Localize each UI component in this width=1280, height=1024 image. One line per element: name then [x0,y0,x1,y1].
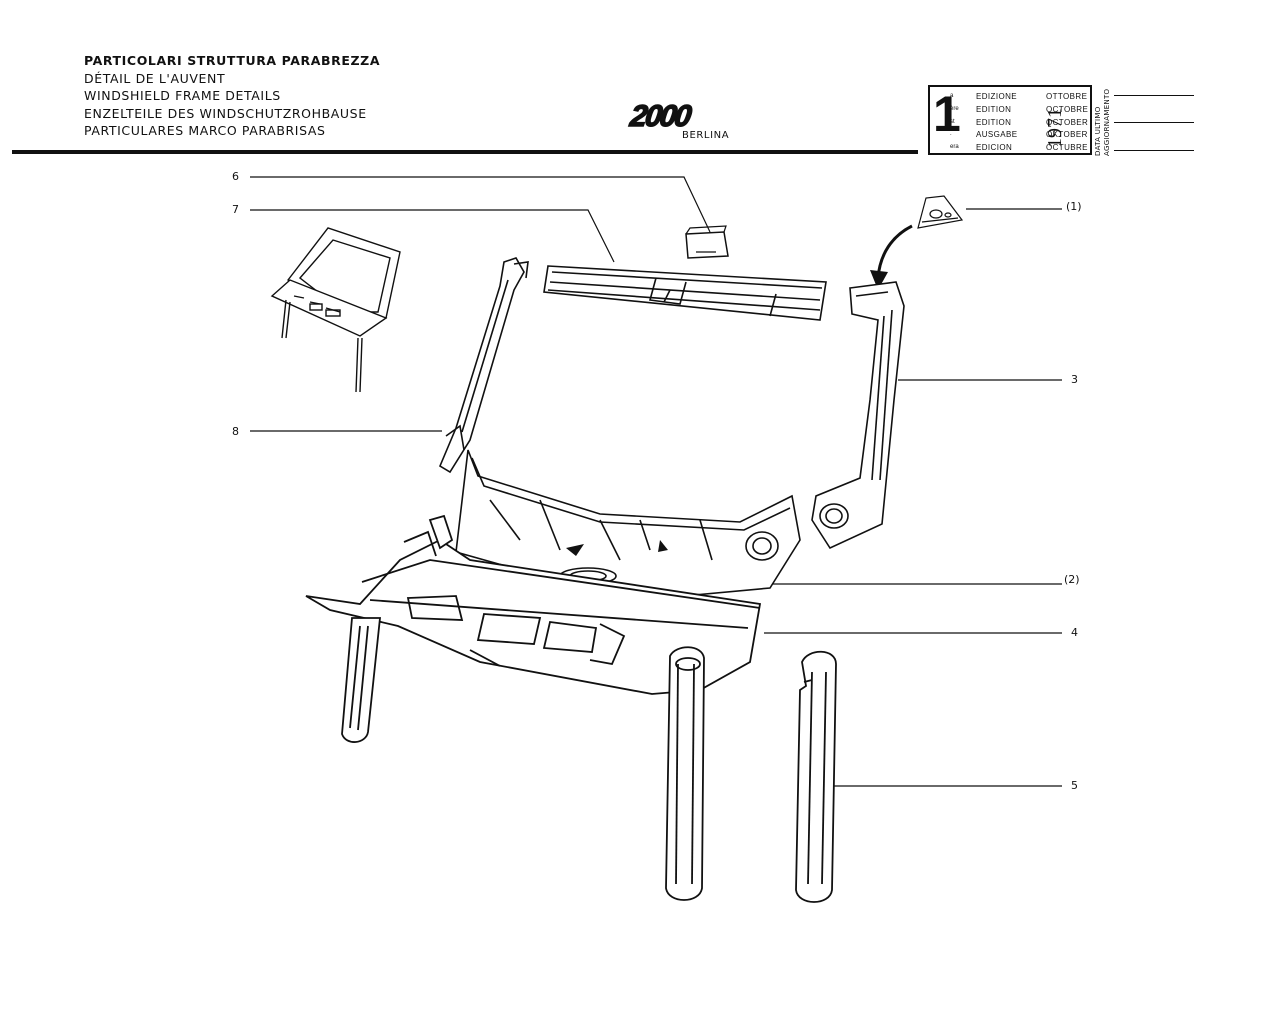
edition-suffix: a [950,93,954,99]
part-4-dash-crossmember [305,514,762,695]
callout-3: 3 [1071,373,1078,386]
title-french: DÉTAIL DE L'AUVENT [84,70,226,86]
header-rule [12,150,918,154]
title-german: ENZELTEILE DES WINDSCHUTZROHBAUSE [84,105,367,121]
edition-labels: EDIZIONE EDITION EDITION AUSGABE EDICION [976,91,1017,155]
edition-month: OKTOBER [1046,130,1088,140]
callout-4: 4 [1071,626,1078,639]
title-italian: PARTICOLARI STRUTTURA PARABREZZA [84,53,381,68]
part-4-right-leg [665,646,705,901]
edition-label: EDICION [976,143,1013,153]
leader-lines [250,176,1062,787]
arrow-shaft [876,224,913,279]
callout-5: 5 [1071,779,1078,792]
edition-months: OTTOBRE OCTOBRE OCTOBER OKTOBER OCTUBRE [1046,91,1088,155]
title-spanish: PARTICULARES MARCO PARABRISAS [84,123,326,138]
part-7-top-rail [543,265,827,321]
edition-month: OCTOBRE [1046,104,1089,114]
edition-year: 1971 [1044,108,1066,148]
callout-1: (1) [1066,200,1082,213]
update-label: DATA ULTIMO AGGIORNAMENTO [1094,88,1111,156]
edition-suffix: st [950,118,955,125]
edition-suffixes: a ère st . era [950,90,959,154]
callout-2: (2) [1064,573,1080,586]
model-name: BERLINA [682,130,730,141]
title-english: WINDSHIELD FRAME DETAILS [84,88,281,103]
edition-month: OCTUBRE [1046,143,1088,153]
callout-8: 8 [232,425,239,438]
update-label-line2: AGGIORNAMENTO [1103,88,1111,156]
leader-6 [250,176,711,233]
edition-year-text: 1971 [1044,108,1066,148]
logo-text: 2000 [627,102,694,132]
part-6-plate [685,225,729,259]
edition-suffix: era [950,144,959,151]
inset-thumbnail [270,227,401,393]
edition-suffix: ère [950,105,959,112]
update-line [1114,122,1194,123]
edition-month: OCTOBER [1046,117,1089,127]
callout-7: 7 [232,203,239,216]
model-logo: 2000 [627,102,695,132]
edition-number: 1 [933,86,961,142]
part-5-leg [795,650,837,903]
update-label-line1: DATA ULTIMO [1094,106,1102,156]
title-block: PARTICOLARI STRUTTURA PARABREZZA DÉTAIL … [84,52,380,140]
callout-6: 6 [232,170,239,183]
part-3-right-pillar [811,281,905,550]
edition-box: 1 a ère st . era EDIZIONE EDITION EDITIO… [928,85,1092,155]
edition-label: EDITION [976,104,1012,114]
arrow-head [870,270,888,290]
edition-suffix: . [950,131,952,138]
update-line [1114,150,1194,151]
edition-month: OTTOBRE [1046,92,1088,101]
edition-label: AUSGABE [976,130,1018,140]
part-1-bracket [917,195,964,229]
edition-label: EDIZIONE [976,92,1017,101]
leader-7 [250,209,615,263]
part-4-left-leg [341,617,381,743]
part-8-left-pillar [438,257,529,474]
update-line [1114,95,1194,96]
edition-label: EDITION [976,117,1012,127]
